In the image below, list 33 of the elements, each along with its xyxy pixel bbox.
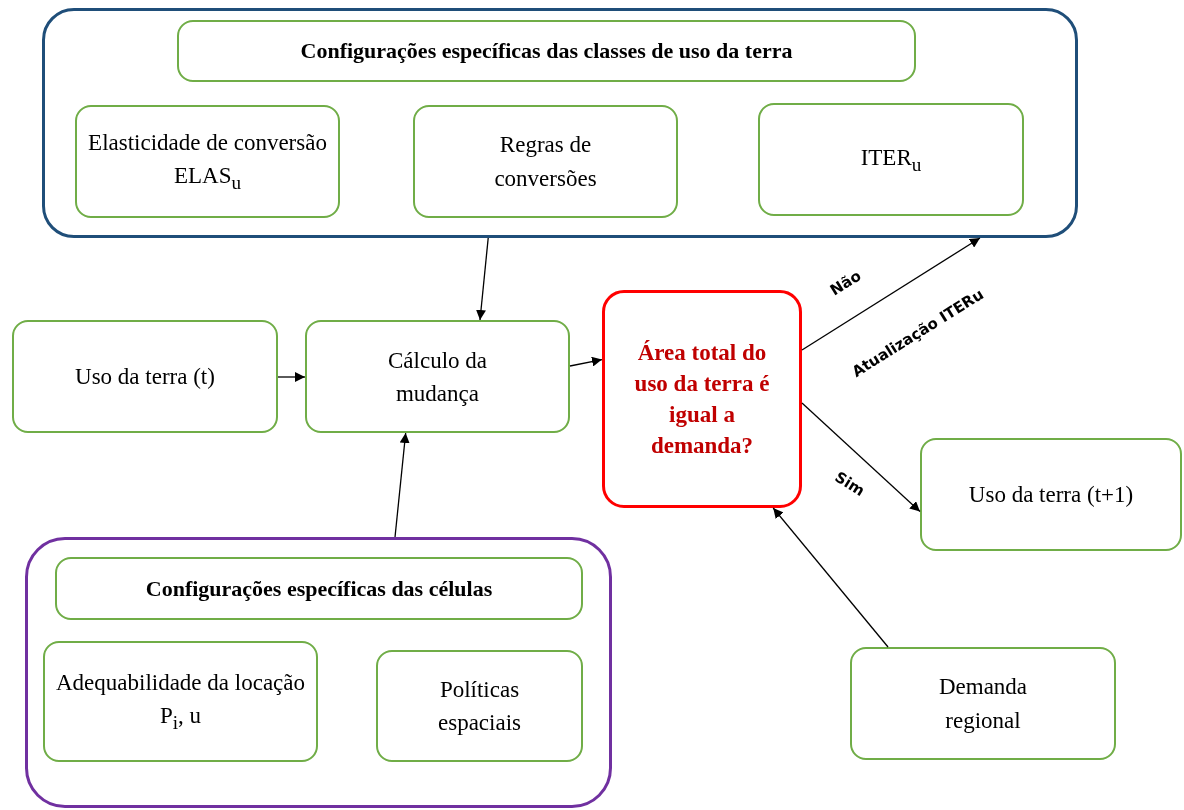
node-text: Adequabilidade da locação P$_{i}$, u bbox=[54, 669, 306, 736]
process-box bbox=[12, 320, 278, 433]
arrow bbox=[277, 372, 306, 382]
heading-text: Configurações específicas das células bbox=[144, 574, 494, 603]
heading-text: Configurações específicas das classes de uso da terra bbox=[299, 37, 794, 66]
node-text: Uso da terra (t) bbox=[74, 362, 216, 391]
arrow bbox=[801, 402, 921, 513]
group-container bbox=[25, 537, 612, 808]
arrow bbox=[801, 237, 981, 351]
process-box bbox=[305, 320, 570, 433]
process-box bbox=[758, 103, 1024, 216]
question-text: Área total do uso da terra é igual a demanda? bbox=[633, 338, 771, 461]
process-box bbox=[75, 105, 340, 218]
node-text: Políticas espaciais bbox=[437, 675, 522, 737]
node-text: Elasticidade de conversão ELAS$_{u}$ bbox=[87, 129, 328, 196]
process-box bbox=[413, 105, 678, 218]
node-text: ITER$_{u}$ bbox=[859, 143, 923, 177]
arrow bbox=[394, 432, 410, 538]
heading-box bbox=[177, 20, 916, 82]
process-box bbox=[850, 647, 1116, 760]
decision-box bbox=[602, 290, 802, 508]
process-box bbox=[43, 641, 318, 762]
process-box bbox=[920, 438, 1182, 551]
node-text: Cálculo da mudança bbox=[387, 347, 488, 409]
arrow bbox=[772, 507, 889, 648]
group-container bbox=[42, 8, 1078, 238]
node-text: Regras de conversões bbox=[493, 131, 598, 193]
node-text: Uso da terra (t+1) bbox=[967, 480, 1135, 509]
heading-box bbox=[55, 557, 583, 620]
node-text: Demanda regional bbox=[937, 673, 1029, 735]
process-box bbox=[376, 650, 583, 762]
arrow bbox=[569, 356, 603, 367]
arrow bbox=[476, 237, 489, 321]
